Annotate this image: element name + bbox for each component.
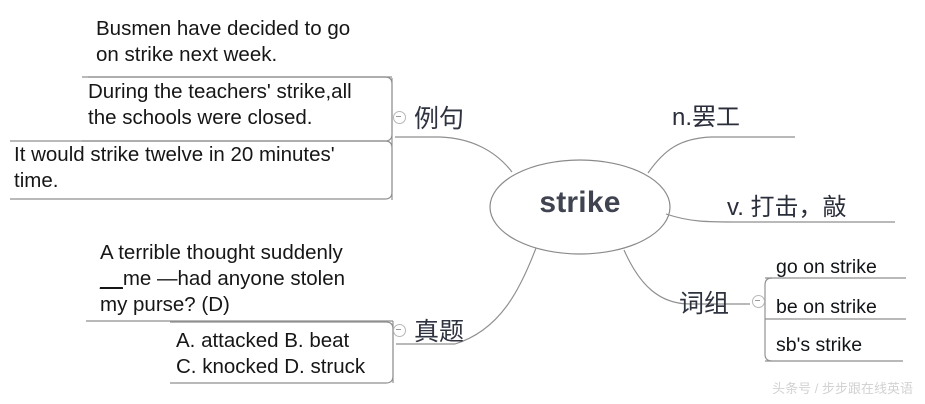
connector-examples [395, 136, 513, 173]
phrases-bracket [764, 277, 773, 362]
example-sentence-1[interactable]: Busmen have decided to go on strike next… [96, 17, 351, 66]
center-node-label[interactable]: strike [539, 186, 621, 219]
exam-question-blank: __ [100, 266, 123, 290]
branch-label-real-exam[interactable]: 真题 [414, 318, 465, 346]
phrase-item-1[interactable]: go on strike [776, 256, 877, 278]
exam-question-stem-part2: me —had anyone stolen my purse? (D) [100, 266, 346, 316]
definition-noun[interactable]: n.罢工 [672, 104, 741, 131]
connector-definition-noun [647, 136, 795, 174]
exam-question-stem-part1: A terrible thought suddenly [100, 241, 343, 264]
exam-question-options[interactable]: A. attacked B. beat C. knocked D. struck [176, 329, 366, 378]
exam-question-stem[interactable]: A terrible thought suddenly __me —had an… [100, 240, 392, 317]
definition-verb[interactable]: v. 打击，敲 [727, 194, 847, 221]
example-sentence-3[interactable]: It would strike twelve in 20 minutes' ti… [14, 143, 335, 192]
collapse-minus-icon-real-exam[interactable] [393, 324, 406, 337]
collapse-minus-icon-examples[interactable] [393, 111, 406, 124]
watermark: 头条号 / 步步跟在线英语 [772, 381, 913, 396]
collapse-minus-icon-phrases[interactable] [752, 295, 765, 308]
branch-label-examples[interactable]: 例句 [414, 105, 465, 133]
branch-label-phrases[interactable]: 词组 [679, 290, 730, 318]
phrase-item-3[interactable]: sb's strike [776, 334, 863, 356]
example-sentence-2[interactable]: During the teachers' strike,all the scho… [88, 80, 352, 129]
phrase-item-2[interactable]: be on strike [776, 296, 877, 318]
